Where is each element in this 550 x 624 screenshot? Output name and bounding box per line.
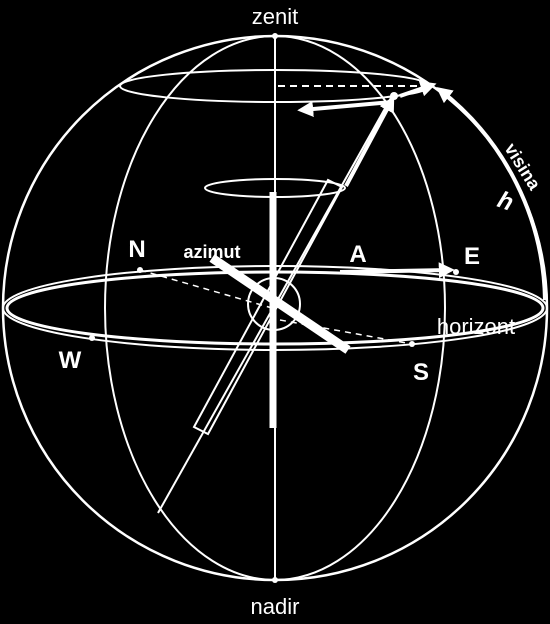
azimuth-arrow [339,262,455,279]
west-point [89,335,95,341]
star-arrow [399,81,437,98]
south-dashed-line [279,319,413,345]
east-label: E [464,243,480,270]
west-label: W [59,347,82,374]
east-point [453,269,459,275]
azimuth-label: azimut [183,242,240,262]
south-label: S [413,359,429,386]
north-label: N [128,236,145,263]
altitude-arc [436,87,547,301]
telescope-tube [192,178,344,436]
nadir-point [272,577,278,583]
zenith-label: zenit [252,4,298,29]
horizon-label: horizont [437,314,515,339]
nadir-label: nadir [251,594,300,619]
azimuth-symbol: A [349,241,366,268]
altitude-circle-small [204,178,346,198]
horizon-ring-inner [5,270,545,346]
horizon-ring-outer [2,265,548,351]
altitude-vector [344,95,395,187]
north-point [137,267,143,273]
north-dashed-line [139,269,273,309]
south-point [409,341,415,347]
zenith-point [272,33,278,39]
star-point [390,92,398,100]
altitude-symbol: h [494,186,517,216]
azimuth-line [209,254,351,354]
parallel-arrow [297,100,393,117]
